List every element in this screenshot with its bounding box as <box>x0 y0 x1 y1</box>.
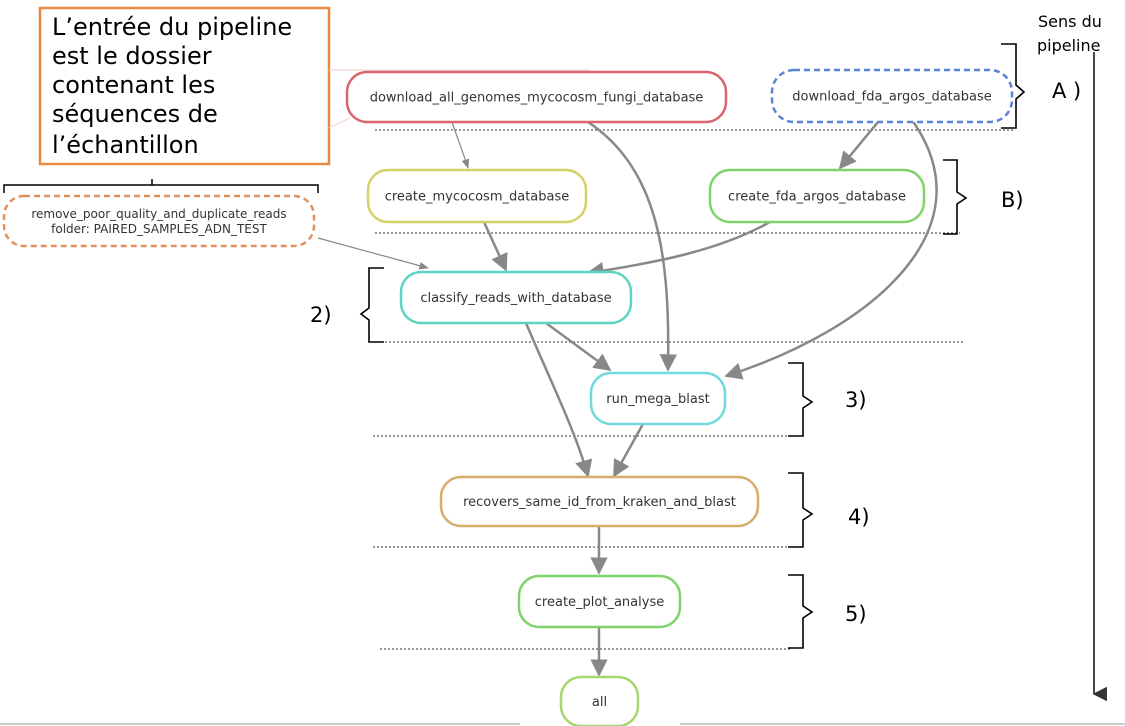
edge-megablast-to-recovers <box>612 423 645 478</box>
pipeline-direction: Sens du pipeline <box>1037 12 1107 702</box>
brace-a <box>1001 43 1026 129</box>
step-5-label: 5) <box>845 602 867 626</box>
node-download-mycocosm[interactable]: download_all_genomes_mycocosm_fungi_data… <box>345 70 728 124</box>
node-download-fda-label: download_fda_argos_database <box>792 90 992 105</box>
node-remove-poor-label: remove_poor_quality_and_duplicate_reads <box>31 207 286 221</box>
edge-download-fda-to-create-fda <box>838 121 879 170</box>
step-4-label: 4) <box>848 505 870 529</box>
edge-download-mycocosm-to-megablast <box>587 120 678 372</box>
node-create-mycocosm[interactable]: create_mycocosm_database <box>366 168 588 224</box>
node-download-fda[interactable]: download_fda_argos_database <box>770 68 1014 124</box>
node-recovers-label: recovers_same_id_from_kraken_and_blast <box>463 495 736 510</box>
edge-create-fda-to-classify <box>586 220 771 280</box>
brace-3 <box>788 362 814 437</box>
node-plot[interactable]: create_plot_analyse <box>517 574 682 629</box>
callout-line-3: contenant les <box>52 71 215 99</box>
node-remove-poor-sublabel: folder: PAIRED_SAMPLES_ADN_TEST <box>51 222 267 236</box>
step-3-label: 3) <box>845 388 867 412</box>
node-megablast[interactable]: run_mega_blast <box>589 371 727 426</box>
edge-download-mycocosm-to-create-mycocosm <box>451 121 470 169</box>
axis-label-line-1: Sens du <box>1038 12 1102 31</box>
edges <box>317 119 938 677</box>
step-2-label: 2) <box>310 303 332 327</box>
axis-label-line-2: pipeline <box>1037 36 1100 55</box>
node-create-fda-label: create_fda_argos_database <box>728 190 906 205</box>
node-plot-label: create_plot_analyse <box>535 595 664 610</box>
node-megablast-label: run_mega_blast <box>606 392 709 407</box>
node-classify-label: classify_reads_with_database <box>420 291 611 306</box>
callout-line-5: l’échantillon <box>52 131 199 159</box>
input-callout: L’entrée du pipeline est le dossier cont… <box>38 6 331 166</box>
callout-line-4: séquences de <box>52 100 218 128</box>
input-brace <box>3 179 319 193</box>
level-separators <box>373 129 1013 650</box>
step-braces <box>359 43 1026 649</box>
step-b-label: B) <box>1001 188 1024 212</box>
node-all[interactable]: all <box>559 675 640 726</box>
callout-box <box>38 6 331 166</box>
callout-line-2: est le dossier <box>52 42 212 70</box>
callout-pointer <box>328 69 590 129</box>
edge-classify-to-megablast <box>545 321 612 372</box>
node-recovers[interactable]: recovers_same_id_from_kraken_and_blast <box>439 475 760 528</box>
edge-remove-poor-to-classify <box>317 237 429 270</box>
edge-create-mycocosm-to-classify <box>482 221 508 272</box>
node-classify[interactable]: classify_reads_with_database <box>399 270 633 325</box>
node-download-mycocosm-label: download_all_genomes_mycocosm_fungi_data… <box>370 91 704 106</box>
node-all-label: all <box>592 695 607 710</box>
brace-2 <box>359 267 384 343</box>
edge-download-fda-to-megablast <box>724 119 938 380</box>
step-a-label: A ) <box>1052 79 1081 103</box>
node-remove-poor[interactable]: remove_poor_quality_and_duplicate_reads … <box>2 194 316 248</box>
node-create-fda[interactable]: create_fda_argos_database <box>708 168 926 224</box>
edge-classify-to-recovers <box>524 322 593 478</box>
step-labels: A ) B) 2) 3) 4) 5) <box>310 79 1081 626</box>
callout-line-1: L’entrée du pipeline <box>52 13 292 41</box>
brace-5 <box>788 574 814 649</box>
node-create-mycocosm-label: create_mycocosm_database <box>385 190 570 205</box>
brace-4 <box>788 472 814 548</box>
brace-b <box>943 159 968 235</box>
